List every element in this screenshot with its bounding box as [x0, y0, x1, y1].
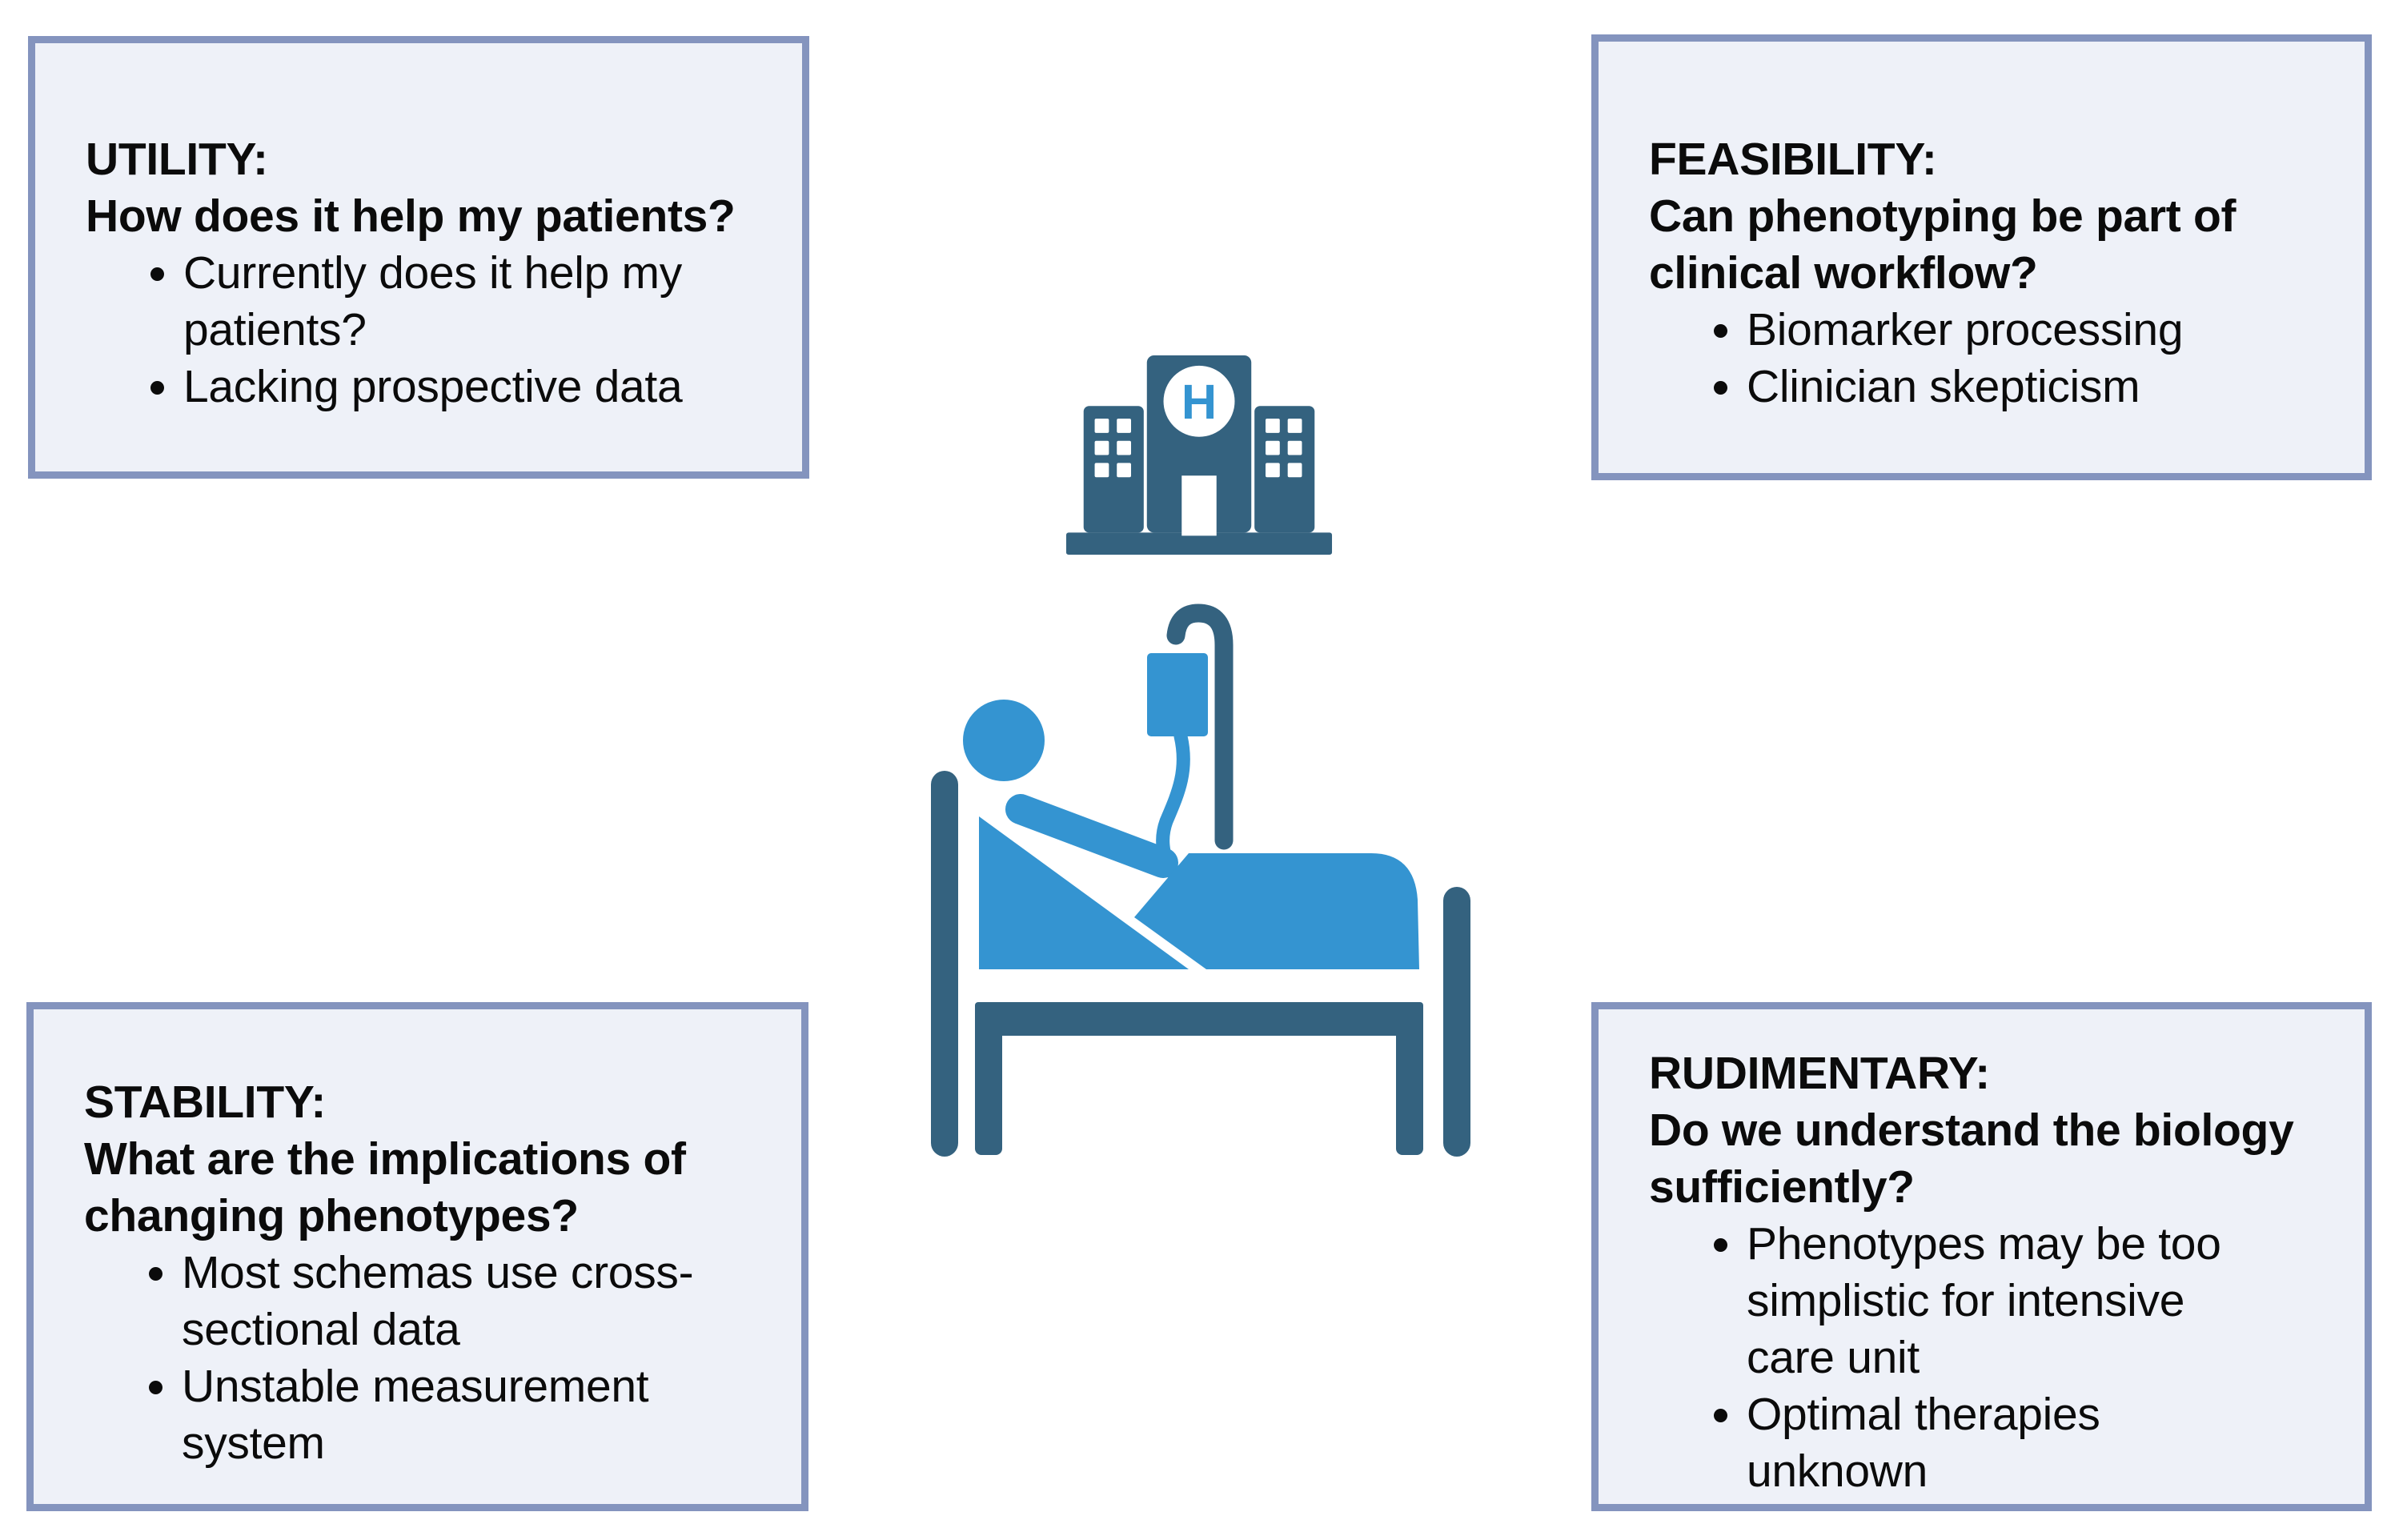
bullet-item: Optimal therapies unknown: [1747, 1386, 2349, 1500]
iv-bag: [1147, 653, 1208, 736]
iv-pole: [1166, 604, 1234, 850]
bullet-item: Phenotypes may be too simplistic for int…: [1747, 1216, 2349, 1386]
bullet-item: Biomarker processing: [1747, 302, 2349, 359]
box-stability-title: STABILITY: What are the implications of …: [84, 1076, 686, 1241]
mattress-incline: [979, 816, 1189, 969]
box-utility-bullets: Currently does it help my patients? Lack…: [86, 245, 786, 415]
hospital-building-icon: H: [1065, 355, 1334, 557]
blanket: [1134, 853, 1419, 969]
box-feasibility-bullets: Biomarker processing Clinician skepticis…: [1649, 302, 2349, 415]
box-rudimentary: RUDIMENTARY: Do we understand the biolog…: [1591, 1002, 2372, 1511]
bullet-item: Most schemas use cross- sectional data: [182, 1245, 785, 1358]
bullet-item: Unstable measurement system: [182, 1358, 785, 1472]
box-feasibility-title: FEASIBILITY: Can phenotyping be part of …: [1649, 134, 2237, 299]
bullet-item: Currently does it help my patients?: [183, 245, 786, 359]
box-rudimentary-bullets: Phenotypes may be too simplistic for int…: [1649, 1216, 2349, 1500]
bullet-item: Lacking prospective data: [183, 359, 786, 415]
patient-torso: [1005, 794, 1178, 878]
box-rudimentary-title: RUDIMENTARY: Do we understand the biolog…: [1649, 1048, 2294, 1213]
box-feasibility: FEASIBILITY: Can phenotyping be part of …: [1591, 34, 2372, 480]
patient-head: [963, 700, 1045, 781]
box-utility-title: UTILITY: How does it help my patients?: [86, 134, 736, 242]
bullet-item: Clinician skepticism: [1747, 359, 2349, 415]
box-utility: UTILITY: How does it help my patients? C…: [28, 36, 809, 479]
hospital-h-letter: H: [1181, 375, 1217, 429]
box-stability-bullets: Most schemas use cross- sectional data U…: [84, 1245, 785, 1472]
patient-in-bed-icon: [925, 599, 1485, 1159]
box-stability: STABILITY: What are the implications of …: [26, 1002, 808, 1511]
